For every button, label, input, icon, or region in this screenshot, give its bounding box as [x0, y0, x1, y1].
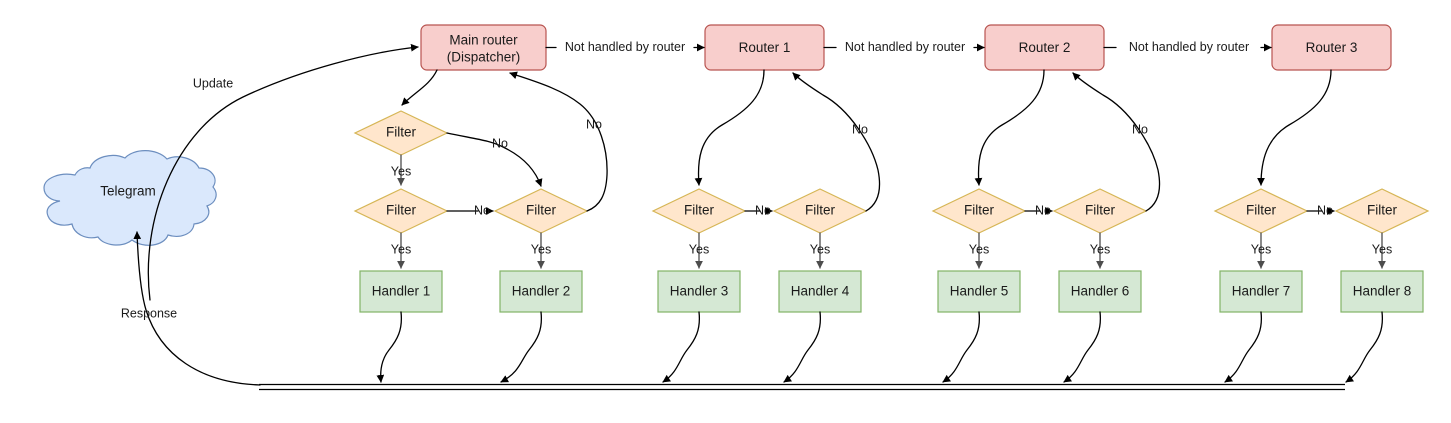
filter-r1-right-label: Filter	[805, 203, 836, 218]
handler-7-node[interactable]: Handler 7	[1219, 270, 1303, 313]
edge-label-not-handled-3: Not handled by router	[1129, 40, 1249, 54]
handler-8-node[interactable]: Handler 8	[1340, 270, 1424, 313]
handler-1-node[interactable]: Handler 1	[359, 270, 443, 313]
handler-4-node[interactable]: Handler 4	[778, 270, 862, 313]
edge-label-no-6: No	[1035, 203, 1051, 217]
filter-r3-left-label: Filter	[1246, 203, 1277, 218]
edge-label-no-2: No	[474, 203, 490, 217]
filter-main-top-node[interactable]: Filter	[353, 110, 449, 156]
filter-r1-left-node[interactable]: Filter	[651, 188, 747, 234]
handler-7-label: Handler 7	[1232, 284, 1291, 299]
filter-r3-right-label: Filter	[1367, 203, 1398, 218]
edge-label-not-handled-1: Not handled by router	[565, 40, 685, 54]
edge-handler5-to-bus	[942, 311, 981, 383]
edge-label-no-5: No	[852, 122, 868, 136]
edge-router1-to-filter-left	[694, 69, 765, 186]
handler-3-label: Handler 3	[670, 284, 729, 299]
edge-label-not-handled-2: Not handled by router	[845, 40, 965, 54]
handler-5-label: Handler 5	[950, 284, 1009, 299]
main-router-label-line2: (Dispatcher)	[447, 50, 521, 65]
handler-2-node[interactable]: Handler 2	[499, 270, 583, 313]
edge-label-yes-8: Yes	[1251, 242, 1271, 256]
edge-label-yes-9: Yes	[1372, 242, 1392, 256]
edge-handler2-to-bus	[500, 311, 543, 383]
edge-label-no-8: No	[1317, 203, 1333, 217]
edge-handler4-to-bus	[783, 311, 822, 383]
edge-handler3-to-bus	[662, 311, 701, 383]
handler-8-box	[1340, 270, 1424, 313]
edge-main-to-filter-top	[401, 69, 438, 106]
edge-update	[147, 43, 419, 301]
edge-response	[133, 231, 261, 386]
handler-8-label: Handler 8	[1353, 284, 1412, 299]
telegram-label: Telegram	[100, 184, 156, 199]
edge-label-update: Update	[193, 76, 233, 90]
handler-3-node[interactable]: Handler 3	[657, 270, 741, 313]
filter-main-left-node[interactable]: Filter	[353, 188, 449, 234]
edge-filter-main-top-no	[446, 132, 543, 187]
edge-router2-to-filter-left	[974, 69, 1045, 186]
edge-label-no-4: No	[755, 203, 771, 217]
handler-6-node[interactable]: Handler 6	[1058, 270, 1142, 313]
filter-main-top-label: Filter	[386, 125, 417, 140]
edge-router3-to-filter-left	[1257, 69, 1332, 186]
cloud-shape	[43, 150, 217, 246]
main-router-node[interactable]: Main router (Dispatcher)	[420, 24, 547, 71]
router-1-node[interactable]: Router 1	[704, 24, 825, 71]
handler-5-box	[937, 270, 1021, 313]
response-bus	[259, 383, 1345, 391]
edge-label-no-7: No	[1132, 122, 1148, 136]
handler-4-label: Handler 4	[791, 284, 850, 299]
handler-4-box	[778, 270, 862, 313]
filter-r1-left-label: Filter	[684, 203, 715, 218]
edge-label-no-3: No	[586, 117, 602, 131]
edge-label-no-1: No	[492, 136, 508, 150]
filter-main-left-label: Filter	[386, 203, 417, 218]
router-1-label: Router 1	[739, 40, 791, 55]
edge-filter-r1-right-no	[792, 72, 881, 212]
edge-handler6-to-bus	[1063, 311, 1102, 383]
edge-label-yes-5: Yes	[810, 242, 830, 256]
edge-filter-main-right-no	[509, 71, 608, 212]
edge-label-yes-1: Yes	[391, 164, 411, 178]
handler-6-label: Handler 6	[1071, 284, 1130, 299]
edge-label-yes-7: Yes	[1090, 242, 1110, 256]
edge-label-yes-2: Yes	[391, 242, 411, 256]
handler-2-box	[499, 270, 583, 313]
handler-5-node[interactable]: Handler 5	[937, 270, 1021, 313]
filter-r2-right-node[interactable]: Filter	[1052, 188, 1148, 234]
edge-label-yes-3: Yes	[531, 242, 551, 256]
handler-1-box	[359, 270, 443, 313]
edge-label-yes-6: Yes	[969, 242, 989, 256]
main-router-label-line1: Main router	[449, 33, 518, 48]
filter-main-right-label: Filter	[526, 203, 557, 218]
edge-label-response: Response	[121, 306, 177, 320]
router-3-node[interactable]: Router 3	[1271, 24, 1392, 71]
handler-2-label: Handler 2	[512, 284, 571, 299]
filter-r2-left-label: Filter	[964, 203, 995, 218]
filter-r3-left-node[interactable]: Filter	[1213, 188, 1309, 234]
filter-r2-right-label: Filter	[1085, 203, 1116, 218]
telegram-cloud[interactable]: Telegram	[43, 150, 217, 246]
filter-r1-right-node[interactable]: Filter	[772, 188, 868, 234]
handler-6-box	[1058, 270, 1142, 313]
router-3-label: Router 3	[1306, 40, 1358, 55]
edge-handler8-to-bus	[1345, 311, 1384, 383]
edge-filter-r2-right-no	[1072, 72, 1161, 212]
router-2-node[interactable]: Router 2	[984, 24, 1105, 71]
handler-3-box	[657, 270, 741, 313]
filter-r2-left-node[interactable]: Filter	[931, 188, 1027, 234]
filter-r3-right-node[interactable]: Filter	[1334, 188, 1430, 234]
handler-1-label: Handler 1	[372, 284, 431, 299]
edge-handler1-to-bus	[376, 311, 403, 383]
router-2-label: Router 2	[1019, 40, 1071, 55]
filter-main-right-node[interactable]: Filter	[493, 188, 589, 234]
edge-label-yes-4: Yes	[689, 242, 709, 256]
edge-handler7-to-bus	[1224, 311, 1263, 383]
